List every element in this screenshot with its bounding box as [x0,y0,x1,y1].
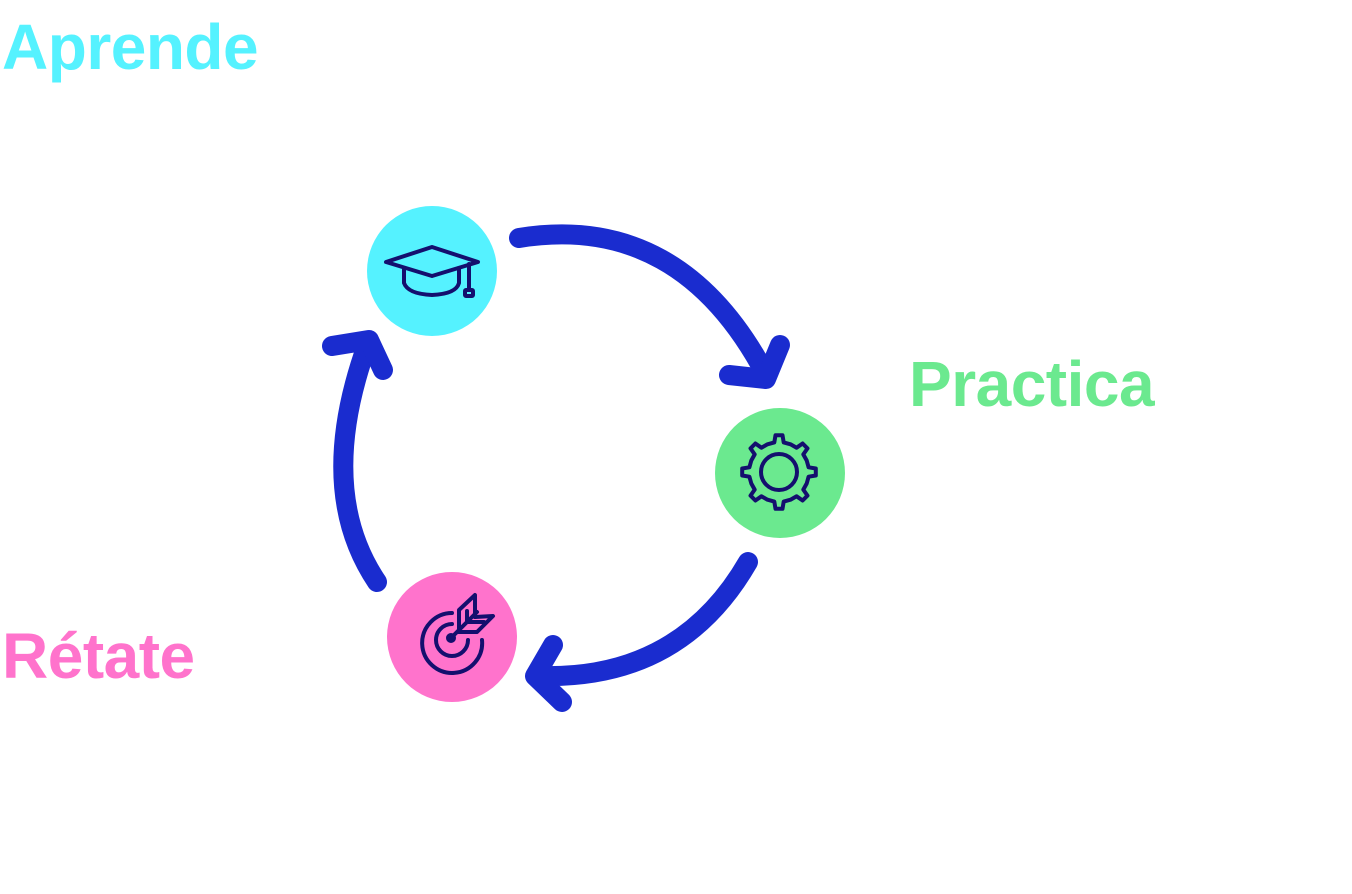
step-label-aprende: Aprende [2,11,259,83]
arrow-aprende-to-practica [509,224,790,389]
graduation-cap-icon [384,245,480,298]
target-arrow-icon [420,593,495,675]
arrow-retate-to-aprende [322,330,393,592]
step-label-retate: Rétate [2,620,195,692]
arrow-practica-to-retate [525,552,758,712]
node-practica [715,408,845,538]
gear-icon [740,433,818,511]
node-retate [387,572,517,702]
step-label-practica: Practica [909,348,1155,420]
node-aprende [367,206,497,336]
